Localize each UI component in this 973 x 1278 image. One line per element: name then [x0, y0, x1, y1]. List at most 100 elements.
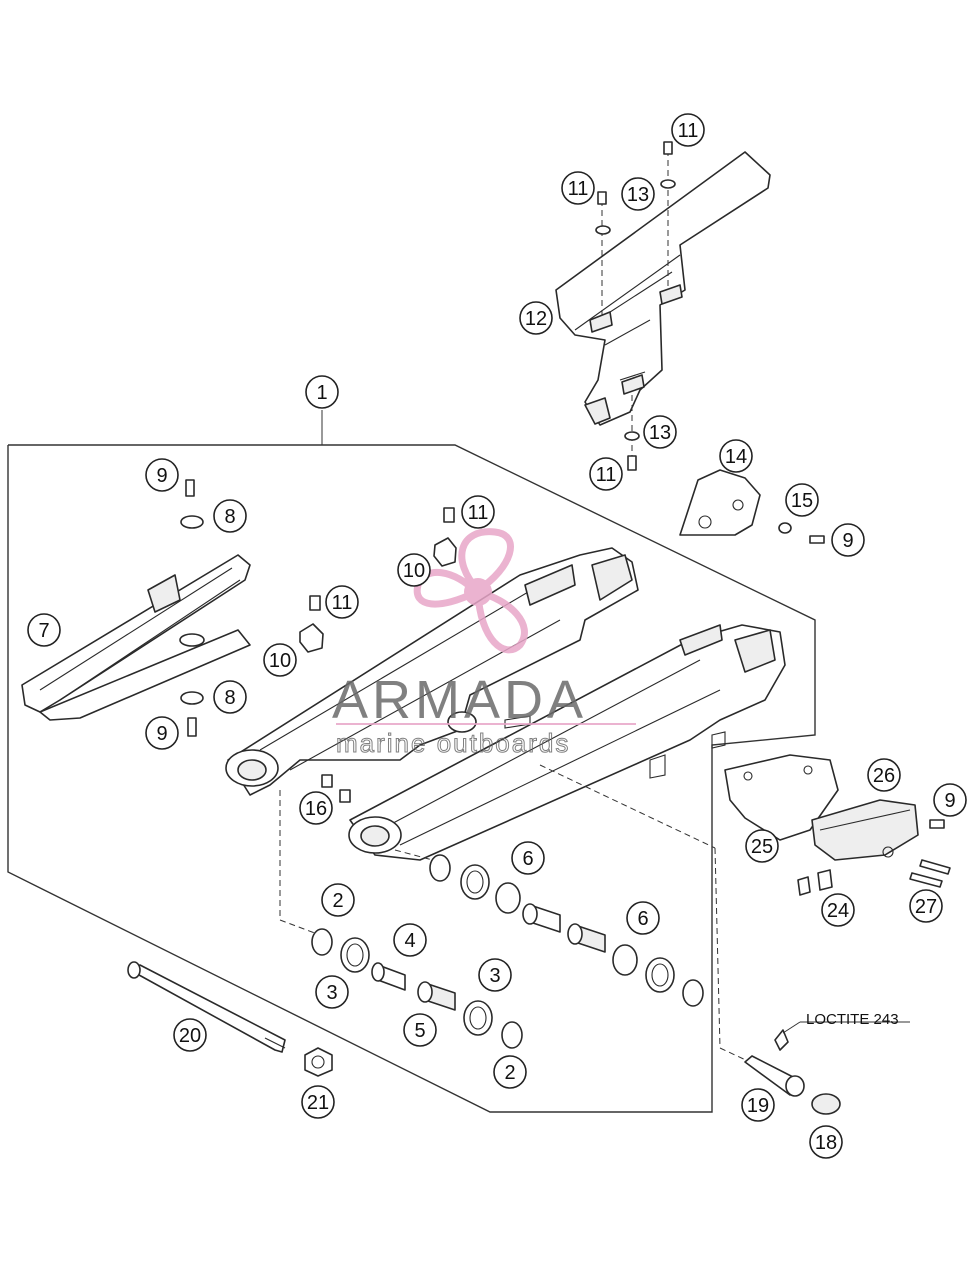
pivot-axle — [127, 961, 333, 1077]
callout-9: 9 — [145, 458, 179, 492]
callout-25: 25 — [745, 829, 779, 863]
callout-number: 1 — [316, 382, 327, 404]
sprocket-guard — [679, 469, 825, 544]
callout-number: 15 — [791, 490, 813, 512]
explosion-lines — [279, 764, 751, 1063]
callout-layer: 1223345667889999101011111111111213131415… — [27, 113, 967, 1159]
callout-1: 1 — [305, 375, 339, 409]
bearing-stack-left — [311, 928, 523, 1049]
callout-circle — [519, 301, 553, 335]
callout-circle — [909, 889, 943, 923]
callout-number: 11 — [596, 464, 617, 486]
callout-number: 24 — [827, 900, 849, 922]
callout-circle — [173, 1018, 207, 1052]
callout-number: 21 — [307, 1092, 329, 1114]
callout-number: 9 — [156, 723, 167, 745]
grease-fittings — [321, 774, 351, 803]
callout-circle — [785, 483, 819, 517]
callout-circle — [511, 841, 545, 875]
callout-number: 7 — [38, 620, 49, 642]
callout-9: 9 — [831, 523, 865, 557]
callout-number: 8 — [224, 506, 235, 528]
callout-circle — [263, 643, 297, 677]
callout-circle — [145, 458, 179, 492]
chain-guard-fasteners — [595, 141, 676, 471]
callout-circle — [745, 829, 779, 863]
callout-number: 13 — [627, 184, 649, 206]
callout-number: 11 — [678, 120, 699, 142]
callout-number: 11 — [468, 502, 489, 524]
chain-guide-fasteners — [797, 819, 951, 896]
callout-circle — [145, 716, 179, 750]
callout-11: 11 — [461, 495, 495, 529]
callout-circle — [305, 375, 339, 409]
callout-11: 11 — [325, 585, 359, 619]
callout-number: 16 — [305, 798, 327, 820]
clamp-pieces — [299, 507, 457, 653]
callout-14: 14 — [719, 439, 753, 473]
chain-slider — [21, 554, 251, 721]
chain-guard — [555, 150, 771, 460]
callout-11: 11 — [671, 113, 705, 147]
callout-circle — [719, 439, 753, 473]
callout-2: 2 — [493, 1055, 527, 1089]
callout-number: 13 — [649, 422, 671, 444]
callout-11: 11 — [589, 457, 623, 491]
callout-circle — [589, 457, 623, 491]
callout-circle — [461, 495, 495, 529]
callout-15: 15 — [785, 483, 819, 517]
callout-circle — [213, 680, 247, 714]
callout-circle — [315, 975, 349, 1009]
callout-number: 10 — [403, 560, 425, 582]
callout-number: 11 — [568, 178, 589, 200]
propeller-blade — [474, 587, 528, 654]
callout-8: 8 — [213, 499, 247, 533]
callout-number: 25 — [751, 836, 773, 858]
callout-number: 9 — [842, 530, 853, 552]
callout-circle — [397, 553, 431, 587]
swingarm — [225, 547, 786, 861]
callout-circle — [643, 415, 677, 449]
callout-circle — [933, 783, 967, 817]
callout-number: 2 — [332, 890, 343, 912]
callout-number: 4 — [404, 930, 415, 952]
callout-26: 26 — [867, 758, 901, 792]
callout-circle — [321, 883, 355, 917]
callout-circle — [809, 1125, 843, 1159]
callout-number: 12 — [525, 308, 547, 330]
callout-circle — [403, 1013, 437, 1047]
callout-circle — [741, 1088, 775, 1122]
bearing-stack-right — [429, 854, 704, 1007]
callout-6: 6 — [626, 901, 660, 935]
callout-number: 14 — [725, 446, 747, 468]
callout-circle — [493, 1055, 527, 1089]
callout-13: 13 — [643, 415, 677, 449]
callout-5: 5 — [403, 1013, 437, 1047]
callout-circle — [325, 585, 359, 619]
pivot-bolt — [744, 1021, 910, 1115]
callout-3: 3 — [478, 958, 512, 992]
callout-circle — [821, 893, 855, 927]
callout-number: 10 — [269, 650, 291, 672]
callout-circle — [621, 177, 655, 211]
callout-number: 20 — [179, 1025, 201, 1047]
callout-circle — [301, 1085, 335, 1119]
chain-guide — [724, 754, 919, 861]
callout-number: 19 — [747, 1095, 769, 1117]
slider-fasteners — [180, 479, 204, 737]
callout-21: 21 — [301, 1085, 335, 1119]
callout-number: 11 — [332, 592, 353, 614]
callout-8: 8 — [213, 680, 247, 714]
callout-number: 8 — [224, 687, 235, 709]
watermark-subtitle: marine outboards — [336, 728, 570, 758]
callout-3: 3 — [315, 975, 349, 1009]
callout-number: 9 — [156, 465, 167, 487]
loctite-note: LOCTITE 243 — [806, 1011, 899, 1028]
callout-6: 6 — [511, 841, 545, 875]
watermark: ARMADA marine outboards — [332, 528, 636, 759]
callout-18: 18 — [809, 1125, 843, 1159]
callout-9: 9 — [933, 783, 967, 817]
callout-number: 27 — [915, 896, 937, 918]
callout-number: 6 — [522, 848, 533, 870]
